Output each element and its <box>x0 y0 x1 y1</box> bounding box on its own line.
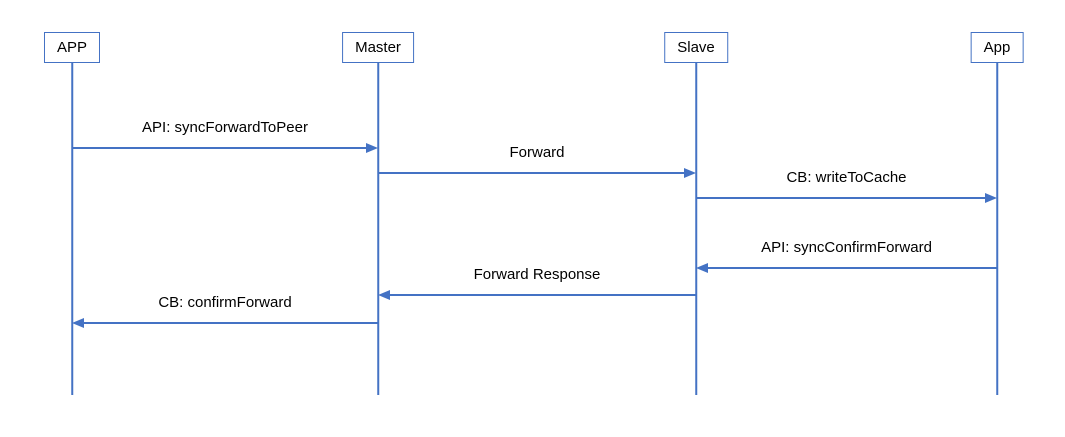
message-label-6: CB: confirmForward <box>158 294 292 311</box>
actor-label-app-right: App <box>983 38 1011 56</box>
arrowhead-left-icon <box>72 317 84 328</box>
message-label-5: Forward Response <box>473 266 601 283</box>
lifeline-app-left <box>71 63 73 395</box>
lifeline-slave <box>695 63 697 395</box>
message-label-4: API: syncConfirmForward <box>761 239 932 256</box>
lifeline-app-right <box>996 63 998 395</box>
arrowhead-left-icon <box>696 262 708 273</box>
arrowhead-right-icon <box>366 142 378 153</box>
message-label-1: API: syncForwardToPeer <box>142 119 308 136</box>
actor-box-app-left: APP <box>43 32 101 63</box>
arrowhead-left-icon <box>378 289 390 300</box>
actor-box-app-right: App <box>970 32 1024 63</box>
arrowhead-right-icon <box>985 192 997 203</box>
message-label-3: CB: writeToCache <box>786 169 907 186</box>
lifeline-master <box>377 63 379 395</box>
message-line-2 <box>378 172 684 174</box>
actor-label-slave: Slave <box>677 38 715 56</box>
actor-box-slave: Slave <box>664 32 728 63</box>
actor-box-master: Master <box>342 32 414 63</box>
message-label-2: Forward <box>509 144 565 161</box>
message-line-5 <box>390 294 696 296</box>
message-line-3 <box>696 197 985 199</box>
message-line-6 <box>84 322 378 324</box>
message-line-4 <box>708 267 997 269</box>
message-line-1 <box>72 147 366 149</box>
arrowhead-right-icon <box>684 167 696 178</box>
actor-label-app-left: APP <box>56 38 88 56</box>
actor-label-master: Master <box>355 38 401 56</box>
